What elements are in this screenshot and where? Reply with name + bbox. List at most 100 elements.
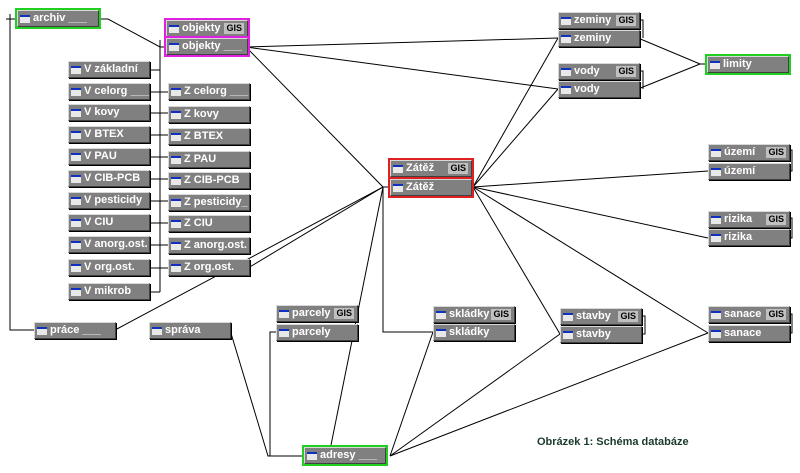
- table-icon: [563, 330, 573, 339]
- table-icon: [171, 198, 181, 207]
- table-icon: [71, 240, 81, 249]
- table-z-btex[interactable]: Z BTEX: [168, 128, 250, 145]
- table-v-zakladni[interactable]: V základní: [68, 61, 150, 78]
- table-v-pau[interactable]: V PAU: [68, 148, 150, 165]
- table-icon: [436, 310, 446, 319]
- table-z-ciu[interactable]: Z CIU: [168, 215, 250, 232]
- table-z-pesticidy[interactable]: Z pesticidy_: [168, 194, 250, 211]
- table-v-btex[interactable]: V BTEX: [68, 126, 150, 143]
- table-zeminy[interactable]: zeminy: [558, 30, 640, 47]
- table-icon: [71, 108, 81, 117]
- table-z-kovy[interactable]: Z kovy: [168, 106, 250, 123]
- table-prace[interactable]: práce ___: [34, 322, 116, 339]
- table-icon: [152, 326, 162, 335]
- table-icon: [71, 196, 81, 205]
- table-icon: [561, 16, 571, 25]
- table-icon: [71, 65, 81, 74]
- table-icon: [171, 132, 181, 141]
- table-icon: [307, 451, 317, 460]
- table-icon: [711, 167, 721, 176]
- table-icon: [71, 152, 81, 161]
- gis-badge: GIS: [766, 309, 786, 320]
- table-icon: [393, 183, 403, 192]
- table-zatez[interactable]: Zátěž: [388, 177, 474, 198]
- gis-badge: GIS: [616, 15, 636, 26]
- table-z-pau[interactable]: Z PAU: [168, 151, 250, 168]
- table-parcely[interactable]: parcely: [276, 324, 358, 341]
- table-icon: [563, 312, 573, 321]
- table-icon: [561, 85, 571, 94]
- table-icon: [561, 67, 571, 76]
- table-uzemi[interactable]: území: [708, 163, 790, 180]
- table-icon: [711, 148, 721, 157]
- table-sanace[interactable]: sanace: [708, 325, 790, 342]
- table-icon: [561, 34, 571, 43]
- table-icon: [169, 42, 179, 51]
- table-icon: [279, 309, 289, 318]
- gis-badge: GIS: [448, 163, 468, 174]
- table-vody[interactable]: vody: [558, 81, 640, 98]
- table-icon: [436, 328, 446, 337]
- table-icon: [171, 155, 181, 164]
- gis-badge: GIS: [766, 147, 786, 158]
- table-icon: [169, 24, 179, 33]
- gis-badge: GIS: [618, 311, 638, 322]
- table-z-anorg-ost[interactable]: Z anorg.ost.: [168, 237, 250, 254]
- table-sprava[interactable]: správa: [149, 322, 231, 339]
- table-icon: [279, 328, 289, 337]
- table-icon: [71, 174, 81, 183]
- table-z-org-ost[interactable]: Z org.ost.: [168, 259, 250, 276]
- table-limity[interactable]: limity: [705, 54, 791, 75]
- table-icon: [711, 310, 721, 319]
- table-icon: [71, 130, 81, 139]
- gis-badge: GIS: [334, 308, 354, 319]
- gis-badge: GIS: [616, 66, 636, 77]
- table-icon: [710, 60, 720, 69]
- table-stavby[interactable]: stavby: [560, 326, 642, 343]
- gis-badge: GIS: [766, 214, 786, 225]
- table-v-ciu[interactable]: V CIU: [68, 214, 150, 231]
- table-icon: [171, 263, 181, 272]
- table-icon: [711, 329, 721, 338]
- table-icon: [393, 164, 403, 173]
- table-v-anorg-ost[interactable]: V anorg.ost.: [68, 236, 150, 253]
- table-icon: [20, 14, 30, 23]
- table-z-cib-pcb[interactable]: Z CIB-PCB: [168, 172, 250, 189]
- table-icon: [171, 219, 181, 228]
- figure-caption: Obrázek 1: Schéma databáze: [537, 436, 689, 448]
- table-icon: [711, 233, 721, 242]
- table-v-kovy[interactable]: V kovy: [68, 104, 150, 121]
- table-archiv[interactable]: archiv ___: [15, 8, 101, 29]
- table-icon: [71, 87, 81, 96]
- table-objekty[interactable]: objekty ___: [164, 36, 250, 57]
- table-icon: [71, 263, 81, 272]
- table-z-celorg[interactable]: Z celorg ___: [168, 83, 250, 100]
- table-v-celorg[interactable]: V celorg ___: [68, 83, 150, 100]
- table-icon: [171, 241, 181, 250]
- table-v-cib-pcb[interactable]: V CIB-PCB: [68, 170, 150, 187]
- table-icon: [711, 215, 721, 224]
- table-skladky[interactable]: skládky: [433, 324, 515, 341]
- table-icon: [171, 110, 181, 119]
- table-icon: [171, 176, 181, 185]
- gis-badge: GIS: [491, 309, 511, 320]
- table-v-mikrob[interactable]: V mikrob: [68, 283, 150, 300]
- table-icon: [171, 87, 181, 96]
- gis-badge: GIS: [224, 23, 244, 34]
- table-icon: [71, 218, 81, 227]
- table-v-pesticidy[interactable]: V pesticidy: [68, 192, 150, 209]
- table-rizika[interactable]: rizika: [708, 229, 790, 246]
- table-adresy[interactable]: adresy ___: [302, 445, 388, 466]
- table-v-org-ost[interactable]: V org.ost.: [68, 259, 150, 276]
